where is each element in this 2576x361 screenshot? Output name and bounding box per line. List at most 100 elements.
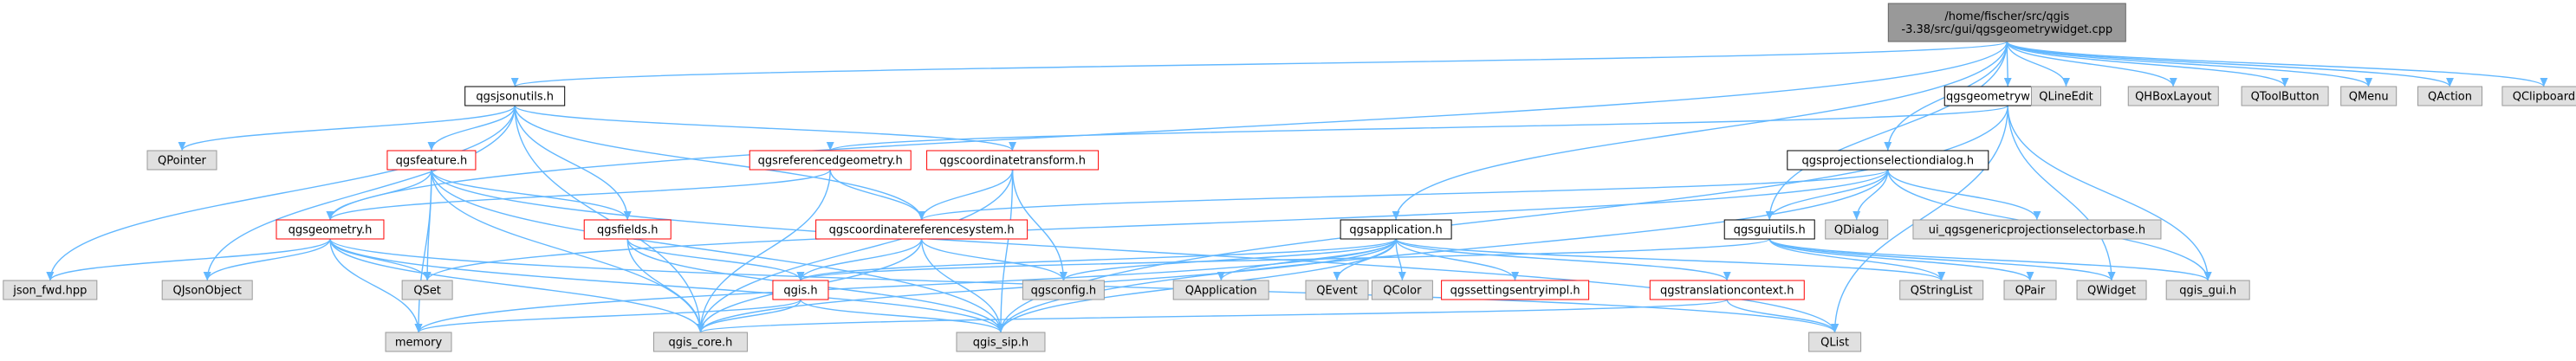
node-box (1649, 280, 1805, 300)
node-qgsprojectionselectiondialog[interactable]: qgsprojectionselectiondialog.h (1787, 150, 1989, 171)
node-qgis_gui[interactable]: qgis_gui.h (2165, 280, 2250, 300)
node-label: qgstranslationcontext.h (1660, 285, 1794, 298)
edge-qgsfeature-to-memory (414, 169, 432, 333)
edge-qgsreferencedgeometry-to-qgscoordinatereferencesystem (829, 169, 926, 221)
node-QToolButton[interactable]: QToolButton (2241, 86, 2329, 106)
node-box (3, 280, 98, 300)
edge-qgsguiutils-to-qgis_gui (1768, 238, 2212, 281)
node-QHBoxLayout[interactable]: QHBoxLayout (2127, 86, 2219, 106)
edge-qgsgeometry-to-qgis_sip (329, 238, 1005, 333)
node-QPointer[interactable]: QPointer (146, 150, 217, 171)
edge-qgstranslationcontext-to-QList (1726, 299, 1840, 333)
node-QList[interactable]: QList (1808, 332, 1862, 352)
node-label: qgscoordinatereferencesystem.h (829, 224, 1015, 237)
edge-qgsapplication-to-qgis (796, 238, 1397, 281)
edge-qgsgeometry-to-qgis_core (329, 238, 704, 333)
node-box (1723, 219, 1815, 240)
node-QPair[interactable]: QPair (2003, 280, 2057, 300)
node-box (401, 280, 453, 300)
node-qgscoordinatetransform[interactable]: qgscoordinatetransform.h (926, 150, 1100, 171)
edge-root-to-QClipboard (2006, 41, 2548, 87)
node-box (146, 150, 217, 171)
node-QMenu[interactable]: QMenu (2340, 86, 2398, 106)
node-label: qgis_sip.h (973, 337, 1028, 350)
node-qgstranslationcontext[interactable]: qgstranslationcontext.h (1649, 280, 1805, 300)
edge-qgscoordinatetransform-to-qgsconfig (1011, 169, 1067, 281)
node-qgsfields[interactable]: qgsfields.h (583, 219, 672, 240)
node-qgsconfig[interactable]: qgsconfig.h (1022, 280, 1105, 300)
node-label: qgssettingsentryimpl.h (1450, 285, 1580, 298)
node-qgsfeature[interactable]: qgsfeature.h (386, 150, 477, 171)
node-QEvent[interactable]: QEvent (1305, 280, 1369, 300)
node-qgsreferencedgeometry[interactable]: qgsreferencedgeometry.h (749, 150, 912, 171)
node-QClipboard[interactable]: QClipboard (2501, 86, 2576, 106)
node-label: QToolButton (2251, 91, 2320, 104)
edge-qgsjsonutils-to-QPointer (178, 105, 516, 151)
edge-root-to-qgsapplication (1392, 41, 2008, 221)
edge-qgscoordinatereferencesystem-to-qgis_sip (920, 238, 1005, 333)
edge-qgsgeometry-to-json_fwd (46, 238, 331, 281)
edge-root-to-QLineEdit (2006, 41, 2070, 87)
node-qgis_sip[interactable]: qgis_sip.h (956, 332, 1046, 352)
edge-qgscoordinatetransform-to-qgis_core (697, 169, 1014, 333)
node-qgsgeometry[interactable]: qgsgeometry.h (276, 219, 385, 240)
edge-qgscoordinatetransform-to-qgscoordinatereferencesystem (918, 169, 1014, 221)
edge-qgsguiutils-to-QStringList (1768, 238, 1946, 281)
node-box (2417, 86, 2483, 106)
node-memory[interactable]: memory (385, 332, 452, 352)
node-box (815, 219, 1028, 240)
edge-qgsgeometrywidget-to-qgsreferencedgeometry (827, 105, 2008, 151)
node-QApplication[interactable]: QApplication (1172, 280, 1269, 300)
node-box (749, 150, 912, 171)
node-QDialog[interactable]: QDialog (1825, 219, 1889, 240)
node-label: QPair (2015, 285, 2046, 298)
edge-qgsfeature-to-qgsfields (431, 169, 632, 221)
node-QAction[interactable]: QAction (2417, 86, 2483, 106)
node-label: QStringList (1911, 285, 1973, 298)
node-QWidget[interactable]: QWidget (2076, 280, 2147, 300)
node-qgscoordinatereferencesystem[interactable]: qgscoordinatereferencesystem.h (815, 219, 1028, 240)
edge-qgsguiutils-to-qgis (796, 238, 1770, 281)
edge-qgsfeature-to-QList (431, 169, 1839, 333)
node-label: QApplication (1185, 285, 1257, 298)
node-box (2340, 86, 2398, 106)
node-label: QAction (2428, 91, 2472, 104)
node-label: qgis.h (783, 285, 817, 298)
node-box (1305, 280, 1369, 300)
edge-qgsfeature-to-qgis_core (431, 169, 704, 333)
node-root[interactable]: /home/fischer/src/qgis-3.38/src/gui/qgsg… (1887, 3, 2126, 42)
node-qgis_core[interactable]: qgis_core.h (652, 332, 748, 352)
edge-qgis-to-memory (414, 299, 801, 333)
node-label: QEvent (1316, 285, 1357, 298)
node-label: qgsjsonutils.h (476, 91, 554, 104)
file-nodes: /home/fischer/src/qgis-3.38/src/gui/qgsg… (3, 3, 2576, 352)
edge-qgsapplication-to-qgssettingsentryimpl (1395, 238, 1520, 281)
edge-qgsgeometrywidget-to-QList (1831, 105, 2008, 333)
node-qgssettingsentryimpl[interactable]: qgssettingsentryimpl.h (1441, 280, 1590, 300)
edge-qgsjsonutils-to-json_fwd (46, 105, 516, 281)
node-box (2241, 86, 2329, 106)
node-QStringList[interactable]: QStringList (1899, 280, 1984, 300)
node-label: qgsprojectionselectiondialog.h (1801, 155, 1974, 168)
edge-qgsgeometrywidget-to-QWidget (2007, 105, 2116, 281)
node-label: QMenu (2349, 91, 2389, 104)
node-label: QClipboard (2513, 91, 2575, 104)
node-ui_qgsgenericprojectionselectorbase[interactable]: ui_qgsgenericprojectionselectorbase.h (1912, 219, 2162, 240)
node-qgsguiutils[interactable]: qgsguiutils.h (1723, 219, 1815, 240)
node-QSet[interactable]: QSet (401, 280, 453, 300)
node-label: qgsguiutils.h (1734, 224, 1806, 237)
node-box (1887, 3, 2126, 42)
edge-qgsjsonutils-to-qgsfeature (427, 105, 516, 151)
node-label: /home/fischer/src/qgis (1944, 10, 2069, 23)
node-label: QList (1820, 337, 1849, 350)
node-QJsonObject[interactable]: QJsonObject (161, 280, 253, 300)
node-qgis[interactable]: qgis.h (772, 280, 829, 300)
node-label: qgsreferencedgeometry.h (758, 155, 903, 168)
node-label: QJsonObject (172, 285, 241, 298)
node-QLineEdit[interactable]: QLineEdit (2031, 86, 2102, 106)
node-qgsjsonutils[interactable]: qgsjsonutils.h (464, 86, 566, 106)
node-QColor[interactable]: QColor (1371, 280, 1433, 300)
node-qgsapplication[interactable]: qgsapplication.h (1340, 219, 1452, 240)
node-json_fwd[interactable]: json_fwd.hpp (3, 280, 98, 300)
node-box (2165, 280, 2250, 300)
